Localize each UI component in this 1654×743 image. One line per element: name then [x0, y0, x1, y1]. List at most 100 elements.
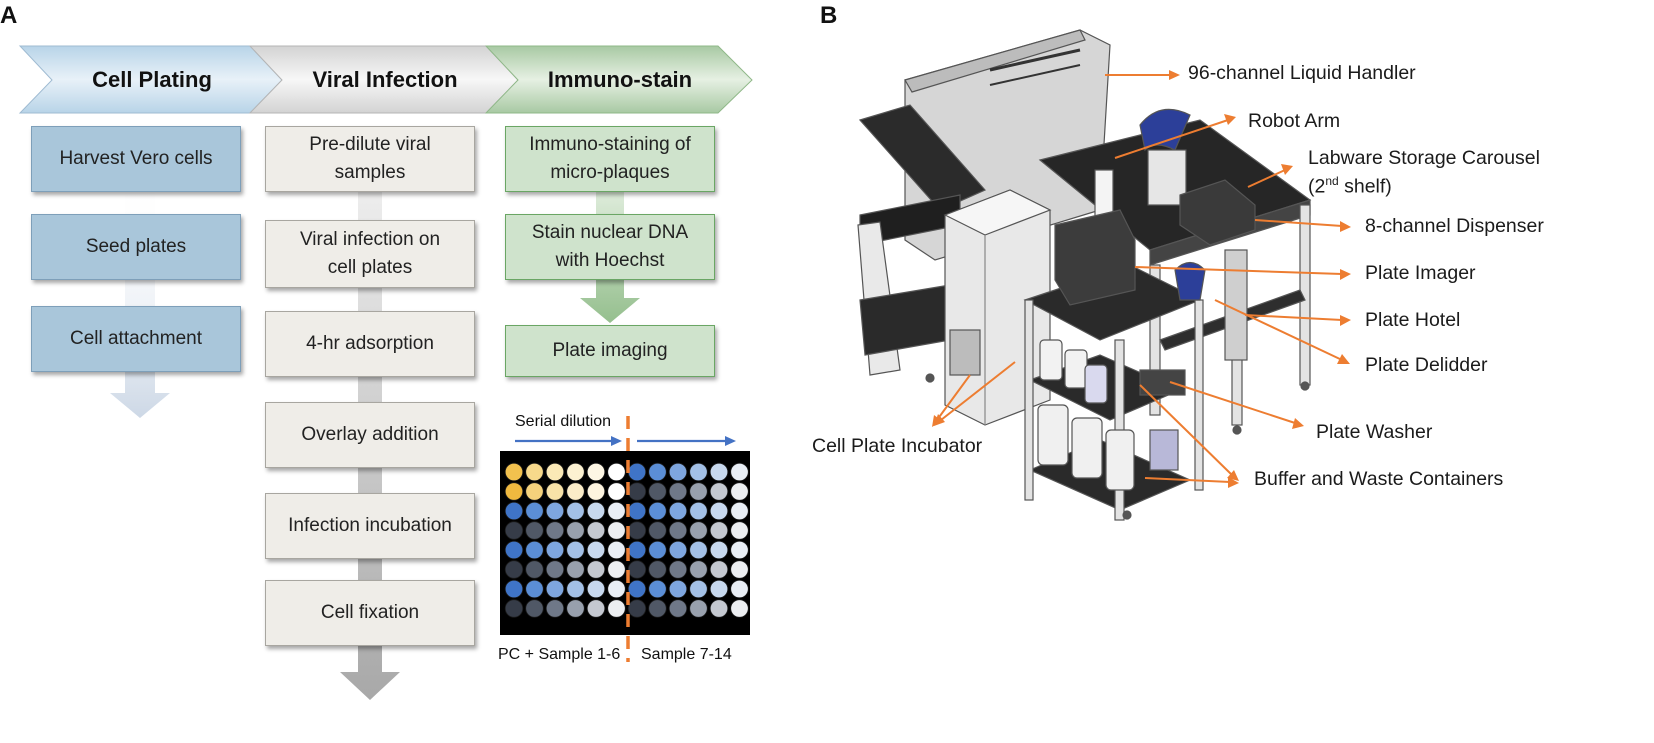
plate-well — [525, 540, 544, 560]
step-text: Infection incubation — [288, 515, 452, 536]
container-bottle — [1039, 339, 1063, 381]
plate-well — [566, 599, 585, 618]
callout-washer — [1169, 381, 1296, 424]
callout-buffer-2 — [1144, 477, 1231, 483]
plate-well — [525, 599, 544, 618]
plate-well — [525, 462, 544, 482]
plate-well — [607, 521, 626, 540]
panel-b-letter: B — [820, 2, 838, 29]
label-liquid-handler: 96-channel Liquid Handler — [1188, 62, 1416, 84]
step-4hr-adsorption: 4-hr adsorption — [265, 311, 475, 377]
robotic-platform-drawing — [857, 29, 1312, 521]
plate-well — [730, 462, 749, 482]
plate-well — [730, 579, 749, 599]
well-plate — [500, 451, 750, 635]
plate-well — [545, 501, 565, 521]
cart-post — [1194, 299, 1204, 491]
plate-well — [668, 482, 688, 501]
carousel-shelf-prefix: (2 — [1308, 175, 1326, 198]
step-overlay-addition: Overlay addition — [265, 402, 475, 468]
step-infection-incubation: Infection incubation — [265, 493, 475, 559]
container-bottle — [1084, 364, 1108, 404]
plate-well — [648, 540, 667, 560]
plate-well — [668, 501, 688, 521]
label-plate-imager: Plate Imager — [1365, 262, 1476, 284]
caster — [1300, 381, 1310, 391]
step-text: Seed plates — [85, 236, 187, 257]
plate-well — [525, 482, 544, 501]
label-incubator: Cell Plate Incubator — [812, 435, 983, 457]
plate-well — [627, 579, 647, 599]
plate-washer — [1139, 369, 1186, 396]
plate-well — [586, 560, 606, 579]
label-storage-carousel-line1: Labware Storage Carousel — [1308, 147, 1540, 169]
plate-well — [607, 579, 626, 599]
plate-well — [566, 521, 585, 540]
plate-well — [566, 462, 585, 482]
plate-well — [689, 599, 708, 618]
plate-well — [586, 540, 606, 560]
plate-well — [586, 521, 606, 540]
plate-well — [504, 560, 524, 579]
label-plate-washer: Plate Washer — [1316, 421, 1433, 443]
plate-caption-right: Sample 7-14 — [641, 646, 732, 663]
plate-well — [566, 560, 585, 579]
caster — [1122, 510, 1132, 520]
plate-well — [709, 521, 729, 540]
plate-well — [586, 501, 606, 521]
dilution-arrowhead-right — [725, 436, 736, 446]
plate-well — [504, 482, 524, 501]
caster — [1232, 425, 1242, 435]
step-text: Overlay addition — [301, 424, 439, 445]
label-buffer-waste: Buffer and Waste Containers — [1254, 468, 1504, 490]
waste-container — [1105, 429, 1135, 491]
arrowhead — [1340, 315, 1351, 326]
callout-imager — [1134, 266, 1343, 275]
arrowhead — [1169, 70, 1180, 80]
plate-well — [627, 560, 647, 579]
plate-well — [709, 599, 729, 618]
panel-a-letter: A — [0, 2, 18, 29]
plate-well — [545, 599, 565, 618]
label-plate-hotel: Plate Hotel — [1365, 309, 1461, 331]
arrowhead — [1281, 164, 1293, 175]
arrowhead — [1292, 418, 1304, 429]
plate-well — [709, 462, 729, 482]
plate-well — [607, 599, 626, 618]
plate-well — [525, 579, 544, 599]
plate-well — [648, 560, 667, 579]
plate-well — [689, 482, 708, 501]
plate-imager — [1054, 209, 1136, 306]
waste-container — [1037, 404, 1069, 466]
waste-container — [1071, 417, 1103, 479]
plate-well — [668, 462, 688, 482]
liquid-handler-rail — [989, 64, 1081, 86]
plate-well — [668, 540, 688, 560]
serial-dilution-arrows — [515, 436, 736, 446]
incubator-top — [943, 189, 1052, 236]
step-harvest-vero-cells: Harvest Vero cells — [31, 126, 241, 192]
label-storage-carousel-line2: (2nd shelf) — [1308, 174, 1392, 199]
liquid-handler-rail — [989, 48, 1081, 72]
callout-incubator-2 — [940, 361, 1016, 421]
step-text-line2: micro-plaques — [550, 162, 670, 183]
step-text: 4-hr adsorption — [306, 333, 434, 354]
plate-well — [504, 462, 524, 482]
left-bench-top — [858, 104, 986, 211]
step-text: Cell attachment — [69, 328, 202, 349]
step-text-line2: with Hoechst — [555, 250, 665, 271]
plate-well — [545, 462, 565, 482]
plate-well — [504, 599, 524, 618]
stage-label-cell-plating: Cell Plating — [92, 67, 212, 92]
callout-carousel — [1247, 169, 1286, 188]
plate-well — [586, 482, 606, 501]
label-plate-delidder: Plate Delidder — [1365, 354, 1488, 376]
plate-well — [545, 579, 565, 599]
label-dispenser: 8-channel Dispenser — [1365, 215, 1544, 237]
plate-well — [668, 521, 688, 540]
caster — [925, 373, 935, 383]
arrowhead — [934, 414, 945, 426]
plate-well — [730, 540, 749, 560]
step-plate-imaging: Plate imaging — [505, 325, 715, 377]
